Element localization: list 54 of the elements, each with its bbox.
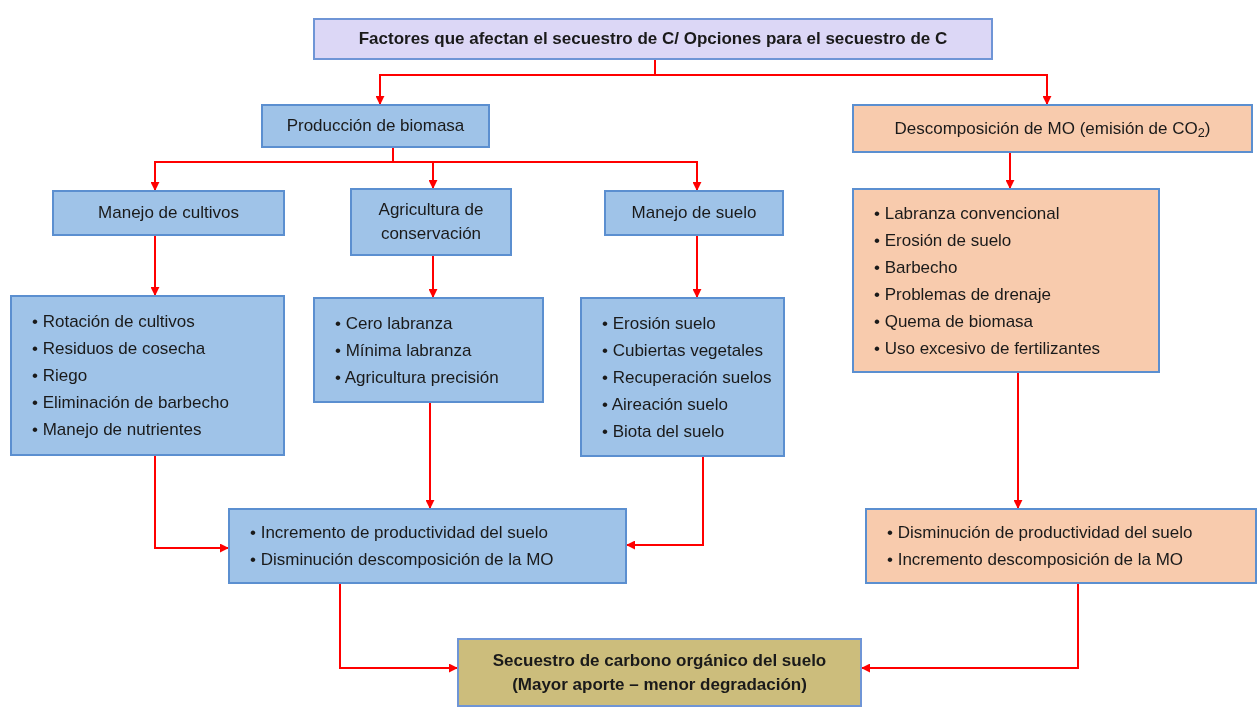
process-box: [604, 190, 784, 236]
bullet-item: • Riego: [32, 365, 88, 387]
bullet-item: • Incremento de productividad del suelo: [250, 522, 548, 544]
bullet-item: • Manejo de nutrientes: [32, 419, 202, 441]
bullet-item: • Erosión de suelo: [874, 229, 1012, 252]
arrow: [1005, 152, 1015, 189]
process-box: [852, 104, 1253, 153]
bullet-item: • Biota del suelo: [602, 420, 725, 443]
bullet-item: • Uso excesivo de fertilizantes: [874, 337, 1101, 360]
bullet-item: • Disminución de productividad del suelo: [887, 522, 1193, 544]
list-box: [10, 295, 285, 456]
arrow: [425, 402, 435, 509]
box-label: Manejo de suelo: [631, 202, 757, 224]
arrow: [692, 235, 702, 298]
bullet-item: • Residuos de cosecha: [32, 338, 206, 360]
bullet-item: • Quema de biomasa: [874, 310, 1034, 333]
list-box: [580, 297, 785, 457]
bullet-item: • Agricultura precisión: [335, 366, 499, 389]
arrow: [1013, 372, 1023, 509]
list-box: [313, 297, 544, 403]
arrow: [154, 455, 229, 553]
bullet-item: • Cero labranza: [335, 312, 453, 335]
bullet-item: • Problemas de drenaje: [874, 283, 1051, 306]
process-box: [313, 18, 993, 60]
bullet-item: • Cubiertas vegetales: [602, 339, 763, 362]
process-box: [350, 188, 512, 256]
bullet-item: • Disminución descomposición de la MO: [250, 549, 554, 571]
bullet-item: • Rotación de cultivos: [32, 311, 195, 333]
box-label: Manejo de cultivos: [98, 202, 239, 224]
arrow: [861, 583, 1079, 673]
box-label: Agricultura de conservación: [377, 199, 485, 245]
box-label: Descomposición de MO (emisión de CO$_{2}$): [894, 117, 1211, 141]
arrow: [428, 255, 438, 298]
process-box: [261, 104, 490, 148]
list-box: [852, 188, 1160, 373]
bullet-item: • Recuperación suelos: [602, 366, 772, 389]
arrow: [626, 456, 704, 550]
bullet-item: • Eliminación de barbecho: [32, 392, 229, 414]
bullet-item: • Erosión suelo: [602, 312, 716, 335]
arrow: [392, 147, 702, 191]
bullet-item: • Barbecho: [874, 256, 958, 279]
arrow: [150, 235, 160, 296]
bullet-item: • Incremento descomposición de la MO: [887, 549, 1184, 571]
box-label: Producción de biomasa: [286, 115, 465, 137]
box-label: Secuestro de carbono orgánico del suelo (Mayor aporte – menor degradación): [491, 649, 828, 696]
bullet-item: • Labranza convencional: [874, 202, 1060, 225]
bullet-item: • Aireación suelo: [602, 393, 728, 416]
process-box: [52, 190, 285, 236]
list-box: [865, 508, 1257, 584]
arrow: [339, 583, 458, 673]
box-label: Factores que afectan el secuestro de C/ Opciones para el secuestro de C: [358, 28, 948, 50]
process-box: [457, 638, 862, 707]
list-box: [228, 508, 627, 584]
bullet-item: • Mínima labranza: [335, 339, 472, 362]
